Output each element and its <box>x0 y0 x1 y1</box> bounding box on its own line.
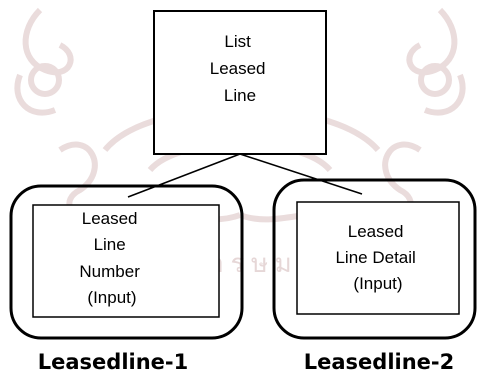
child-node-2: Leased Line Detail (Input) <box>272 178 477 340</box>
child-2-line-3: (Input) <box>353 274 402 293</box>
child-1-line-2: Line <box>94 235 126 254</box>
child-1-inner-box <box>32 204 220 318</box>
child-1-line-3: Number <box>79 262 140 281</box>
child-node-1: Leased Line Number (Input) <box>9 184 244 340</box>
child-2-line-1: Leased <box>348 222 404 241</box>
svg-text:Leased Line Detail: Leased Line Detail (Input) <box>335 222 420 293</box>
svg-text:Leased Line Number: Leased Line Number (Input) <box>79 209 144 307</box>
child-1-caption: Leasedline-1 <box>38 350 189 374</box>
child-1-outer-frame <box>9 184 244 340</box>
connector-root-to-child-2 <box>239 153 363 195</box>
root-line-1: List <box>224 32 251 51</box>
root-line-3: Line <box>224 86 256 105</box>
child-1-line-1: Leased <box>82 209 138 228</box>
child-2-line-2: Line Detail <box>335 248 415 267</box>
svg-text:List Leased Line: List Leased Line <box>210 32 271 105</box>
connector-root-to-child-1 <box>127 153 241 198</box>
root-line-2: Leased <box>210 59 266 78</box>
child-1-line-4: (Input) <box>87 288 136 307</box>
child-2-caption: Leasedline-2 <box>304 350 455 374</box>
child-2-outer-frame <box>272 178 477 340</box>
child-2-inner-box <box>296 201 460 315</box>
root-node: List Leased Line <box>153 10 327 155</box>
